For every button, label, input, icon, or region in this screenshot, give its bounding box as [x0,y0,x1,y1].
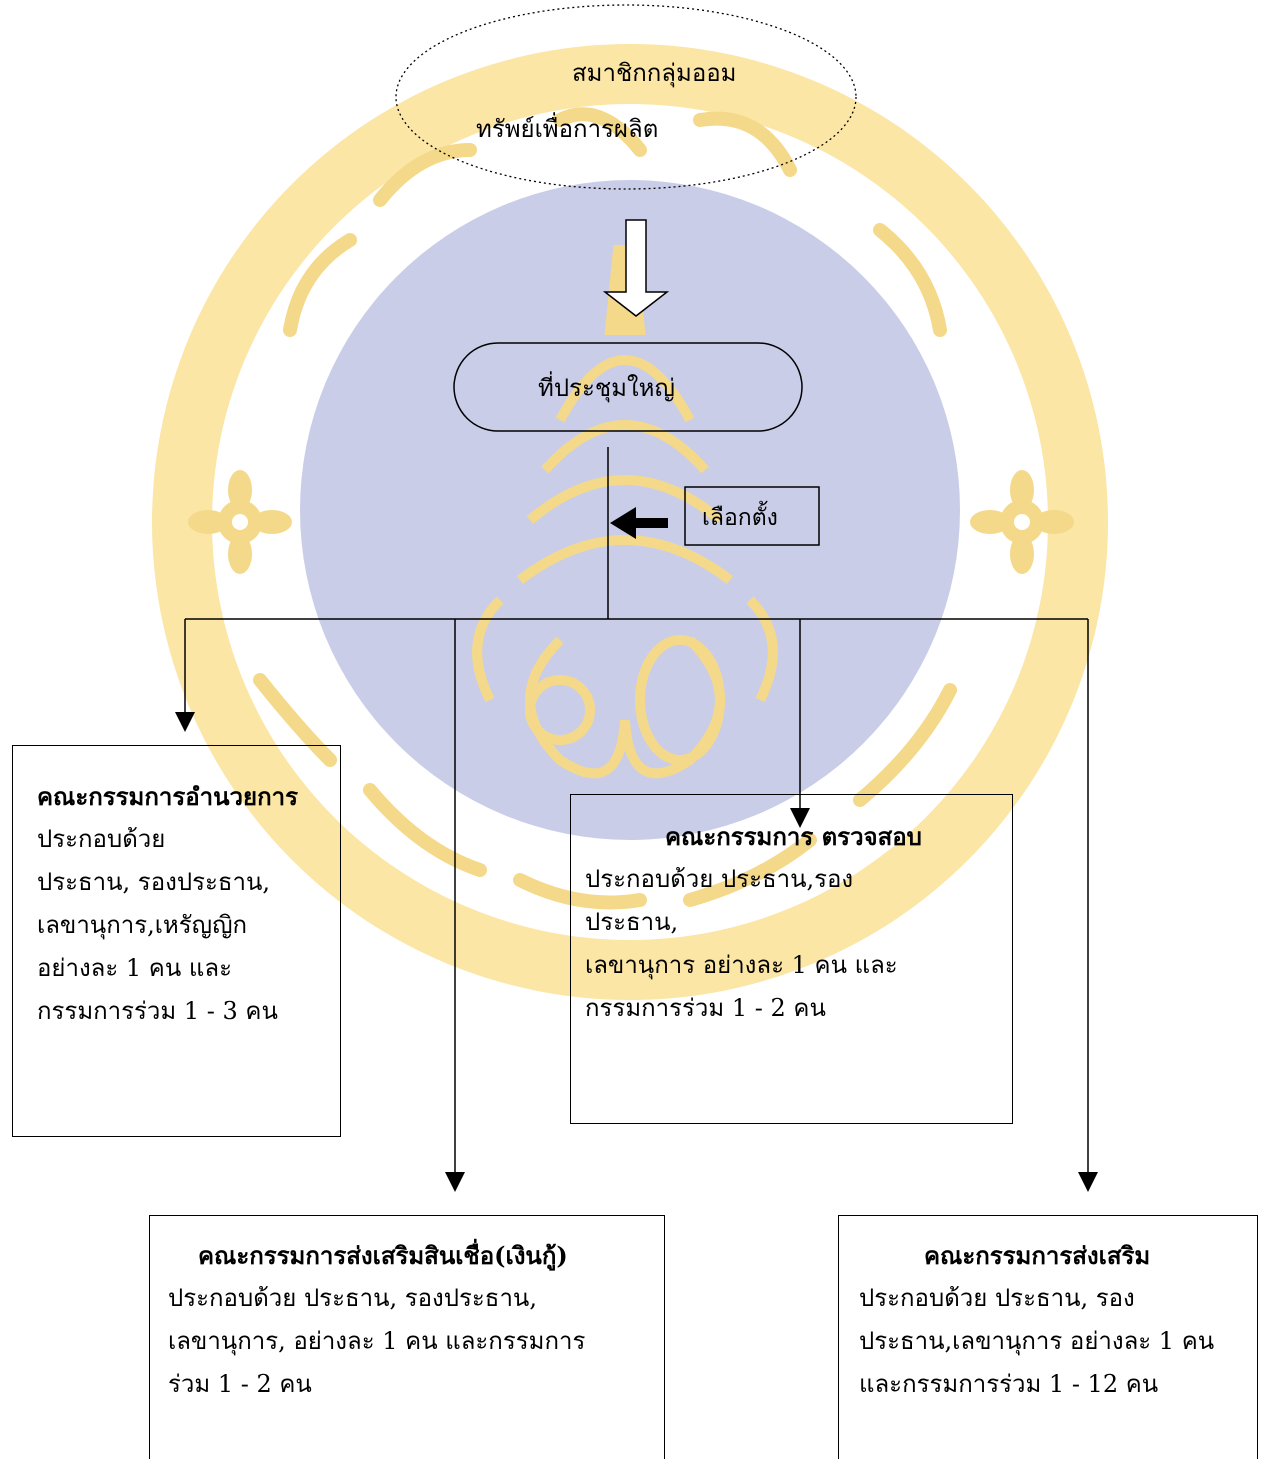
credit-committee-line: เลขานุการ, อย่างละ 1 คน และกรรมการ [168,1327,586,1355]
left-flower-ornament-icon [188,470,292,574]
solid-left-arrow-icon [610,507,668,539]
credit-committee-title: คณะกรรมการส่งเสริมสินเชื่อ(เงินกู้) [198,1241,568,1270]
promotion-committee-box: คณะกรรมการส่งเสริม ประกอบด้วย ประธาน, รอ… [838,1215,1258,1459]
members-line-2: ทรัพย์เพื่อการผลิต [476,115,659,143]
seal-inner-disc [300,180,960,840]
audit-committee-line: กรรมการร่วม 1 - 2 คน [585,994,826,1022]
audit-committee-line: ประธาน, [585,908,679,936]
members-ellipse [395,4,857,190]
hollow-down-arrow-icon [602,219,670,317]
election-label: เลือกตั้ง [702,505,778,531]
members-line-1: สมาชิกกลุ่มออม [572,59,737,87]
arrowhead-audit-icon [790,808,810,828]
audit-committee-box: คณะกรรมการ ตรวจสอบ ประกอบด้วย ประธาน,รอง… [570,794,1013,1124]
right-flower-ornament-icon [970,470,1074,574]
central-crown-emblem-icon [472,245,778,779]
executive-committee-line: ประกอบด้วย [37,825,166,853]
arrowhead-executive-icon [175,712,195,732]
credit-committee-line: ร่วม 1 - 2 คน [168,1370,312,1398]
credit-committee-line: ประกอบด้วย ประธาน, รองประธาน, [168,1284,537,1312]
audit-committee-line: เลขานุการ อย่างละ 1 คน และ [585,951,898,979]
promotion-committee-line: และกรรมการร่วม 1 - 12 คน [859,1370,1159,1398]
arrowhead-promotion-icon [1078,1172,1098,1192]
assembly-pill [453,342,803,432]
executive-committee-line: กรรมการร่วม 1 - 3 คน [37,997,278,1025]
audit-committee-title: คณะกรรมการ ตรวจสอบ [665,822,922,851]
audit-committee-line: ประกอบด้วย ประธาน,รอง [585,865,854,893]
promotion-committee-line: ประกอบด้วย ประธาน, รอง [859,1284,1135,1312]
credit-committee-box: คณะกรรมการส่งเสริมสินเชื่อ(เงินกู้) ประก… [149,1215,665,1459]
assembly-label: ที่ประชุมใหญ่ [538,374,675,402]
election-box [684,486,820,546]
promotion-committee-title: คณะกรรมการส่งเสริม [924,1241,1151,1270]
promotion-committee-line: ประธาน,เลขานุการ อย่างละ 1 คน [859,1327,1215,1355]
arrowhead-credit-icon [445,1172,465,1192]
executive-committee-line: เลขานุการ,เหรัญญิก [37,911,248,939]
executive-committee-title: คณะกรรมการอำนวยการ [37,782,298,811]
executive-committee-box: คณะกรรมการอำนวยการ ประกอบด้วย ประธาน, รอ… [12,745,341,1137]
executive-committee-line: อย่างละ 1 คน และ [37,954,232,982]
seal-ring-lettering [253,107,957,910]
executive-committee-line: ประธาน, รองประธาน, [37,868,271,896]
